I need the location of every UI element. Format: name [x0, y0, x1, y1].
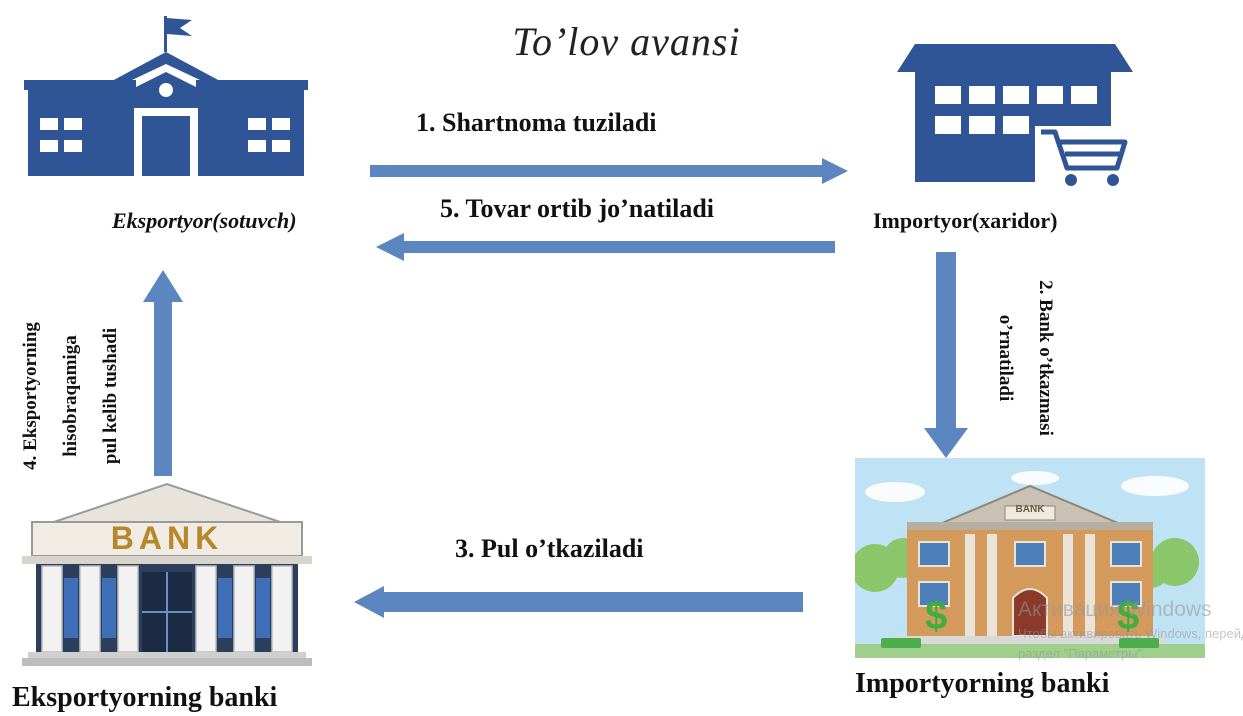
step-2-line-2: o’rnatiladi	[995, 314, 1016, 402]
step-4-label: 4. Eksportyorning hisobraqamiga pul keli…	[11, 301, 131, 491]
watermark-title: Активация Windows	[1018, 598, 1212, 621]
exporter-label: Eksportyor(sotuvch)	[112, 208, 297, 233]
step-4-line-3: pul kelib tushadi	[100, 327, 121, 465]
step-2-label: 2. Bank o’tkazmasi o’rnatiladi	[985, 258, 1065, 458]
importer-label: Importyor(xaridor)	[873, 208, 1058, 233]
store-cart-icon	[895, 40, 1135, 190]
step-2-line-1: 2. Bank o’tkazmasi	[1035, 280, 1056, 436]
arrow-bank-otkazmasi	[924, 252, 968, 458]
arrow-tovar	[376, 233, 835, 261]
step-1-label: 1. Shartnoma tuziladi	[416, 108, 657, 137]
step-4-line-2: hisobraqamiga	[60, 335, 81, 457]
bank-building-icon: BANK	[22, 482, 312, 668]
exporter-bank-label: Eksportyorning banki	[12, 682, 278, 713]
bank-sign: BANK	[110, 520, 224, 556]
step-5-label: 5. Tovar ortib jo’natiladi	[440, 194, 715, 223]
watermark-line-2: Чтобы активировать Windows, перейдите в	[1018, 626, 1243, 641]
step-4-line-1: 4. Eksportyorning	[20, 322, 41, 470]
bank-sign-small: BANK	[1015, 504, 1045, 515]
importer-bank-icon: BANK $ $	[851, 458, 1205, 658]
arrow-shartnoma	[370, 158, 848, 184]
diagram-title: To’lov avansi	[512, 19, 741, 64]
dollar-icon: $	[1117, 594, 1140, 638]
dollar-icon: $	[925, 594, 948, 638]
arrow-pul-tushadi	[143, 270, 183, 476]
step-3-label: 3. Pul o’tkaziladi	[455, 534, 644, 563]
importer-bank-label: Importyorning banki	[855, 668, 1110, 699]
watermark-line-3: раздел "Параметры".	[1018, 646, 1146, 661]
arrow-pul-otkaziladi	[354, 586, 803, 618]
exporter-building-icon	[22, 12, 308, 180]
